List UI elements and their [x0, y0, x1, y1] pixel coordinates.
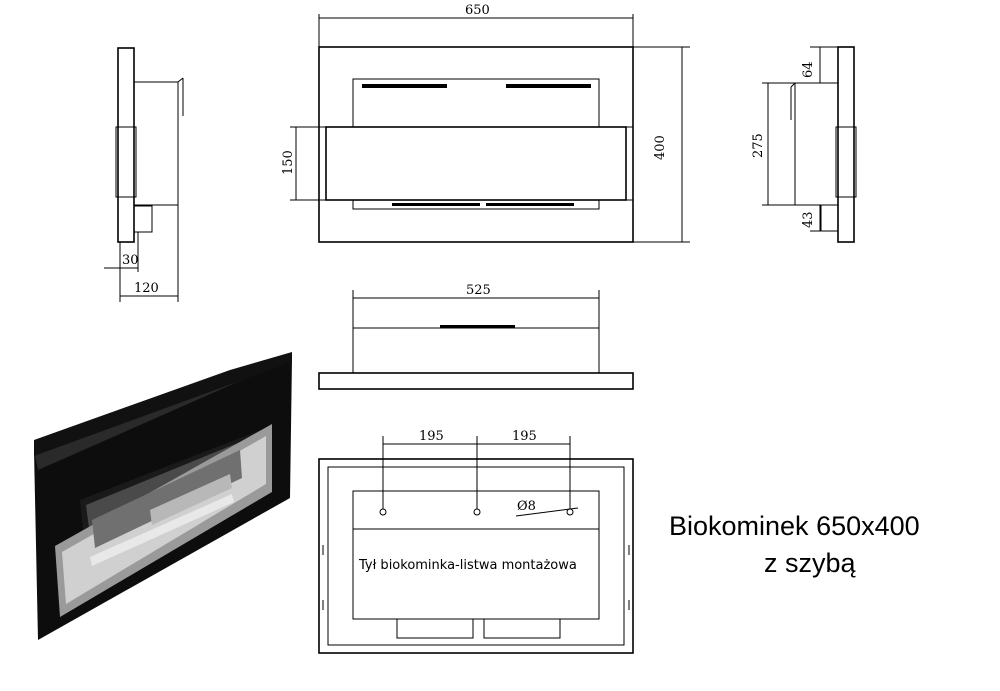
dim-side-body: 275: [751, 133, 766, 158]
dim-side-depth-inner: 30: [122, 253, 139, 268]
fireplace-3d-view: [34, 352, 292, 640]
product-title: Biokominek 650x400: [669, 511, 920, 541]
dim-side-depth: 120: [134, 281, 159, 296]
dim-hole-spacing-right: 195: [512, 429, 537, 444]
dim-front-width: 650: [465, 3, 490, 18]
back-view: [318, 436, 634, 654]
front-view: [290, 14, 690, 243]
top-view: [318, 290, 634, 390]
back-mounting-rail-label: Tył biokominka-listwa montażowa: [358, 558, 577, 573]
side-view-right: [762, 46, 857, 243]
dim-side-top: 64: [801, 61, 816, 78]
dim-top-width: 525: [466, 283, 491, 298]
dim-front-height: 400: [653, 135, 668, 160]
dim-hole-spacing-left: 195: [419, 429, 444, 444]
side-view-left: [104, 47, 184, 302]
dim-hole-diameter: Ø8: [517, 499, 536, 514]
product-subtitle: z szybą: [764, 548, 857, 578]
dim-side-bottom: 43: [801, 211, 816, 228]
dim-opening-height: 150: [281, 150, 296, 175]
